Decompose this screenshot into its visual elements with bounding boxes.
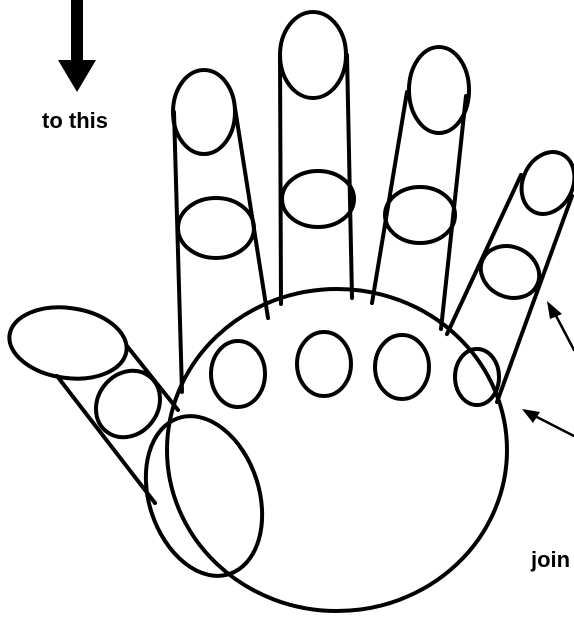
index-finger [173, 70, 268, 392]
lower-pointer-arrow-icon [522, 409, 574, 436]
thumb-middle-joint [83, 358, 173, 450]
ring-knuckle-joint [375, 335, 429, 399]
thumb-tip-joint [5, 300, 132, 386]
ring-finger [372, 47, 469, 329]
thumb [5, 300, 178, 503]
joints-caption: join [531, 549, 570, 571]
down-arrow-icon [58, 0, 96, 92]
middle-knuckle-joint [297, 332, 351, 396]
ring-middle-joint [385, 187, 455, 243]
index-fingertip-joint [173, 70, 235, 154]
ring-fingertip-joint [409, 47, 469, 133]
middle-finger [280, 12, 354, 304]
little-finger [447, 143, 574, 402]
middle-middle-joint [282, 171, 354, 227]
upper-pointer-arrow-icon [547, 301, 574, 350]
joint-pointer-arrows [522, 301, 574, 436]
middle-fingertip-joint [280, 12, 346, 98]
to-this-caption: to this [42, 110, 108, 132]
index-middle-joint [178, 198, 254, 258]
knuckle-joints [211, 332, 499, 407]
index-knuckle-joint [211, 341, 265, 407]
